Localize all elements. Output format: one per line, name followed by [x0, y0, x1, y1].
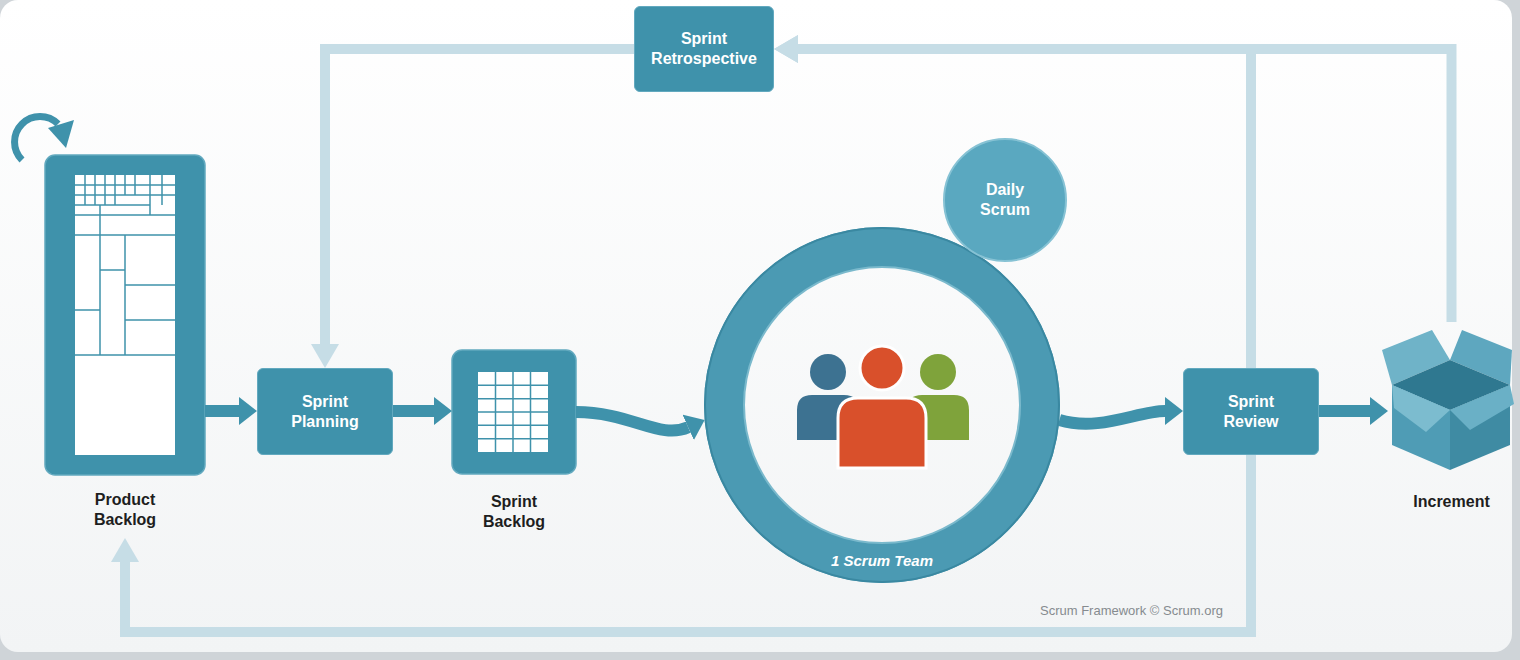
text-stack: Sprint Backlog	[464, 492, 564, 532]
feedback-arrow	[325, 49, 634, 344]
product-backlog-icon	[45, 155, 205, 475]
sprint-backlog-sheet	[478, 372, 548, 452]
person-head	[860, 346, 904, 390]
artifact-node: Product Backlog	[45, 150, 205, 538]
artifact-node: Increment	[1388, 322, 1515, 527]
node-label: Increment	[1388, 492, 1515, 512]
ring-edge	[705, 228, 1059, 582]
person-head	[920, 354, 956, 390]
flow-arrow	[393, 405, 434, 417]
flow-arrow	[1059, 411, 1165, 424]
backlog-frame	[45, 155, 205, 475]
refresh-arc	[15, 117, 58, 160]
person-head	[810, 354, 846, 390]
artifact-node: Sprint Backlog	[452, 350, 576, 530]
node-text: Sprint Retrospective	[641, 29, 767, 69]
sprint-backlog-frame	[452, 350, 576, 474]
circle-fill	[944, 139, 1066, 261]
node-text: Sprint Planning	[275, 392, 375, 432]
text-stack: Daily Scrum	[965, 180, 1045, 220]
node-text: Daily Scrum	[965, 180, 1045, 220]
sprint-backlog-icon	[452, 350, 576, 474]
refresh-arrow	[15, 117, 74, 160]
people-icon	[797, 346, 969, 468]
grid-line	[75, 205, 175, 355]
ring-edge	[744, 267, 1020, 543]
process-box: Sprint Retrospective	[634, 6, 774, 92]
box-flap	[1392, 385, 1450, 432]
node-text: 1 Scrum Team	[831, 552, 933, 570]
ring-band	[724, 247, 1040, 563]
backlog-grid	[75, 175, 175, 355]
ring-outline	[704, 227, 1060, 583]
text-stack: Product Backlog	[75, 490, 175, 530]
box-face	[1392, 385, 1450, 470]
flow-arrow	[576, 412, 688, 431]
grid-line	[75, 185, 175, 235]
process-box: Sprint Review	[1183, 368, 1319, 455]
increment-box-icon	[1382, 330, 1514, 470]
node-label: Sprint Backlog	[464, 492, 564, 532]
box-flap	[1450, 385, 1514, 430]
event-circle: Daily Scrum	[943, 138, 1067, 262]
sprint-backlog-grid	[478, 372, 548, 452]
flow-arrow	[205, 405, 239, 417]
text-stack: Increment	[1388, 492, 1515, 512]
copyright-note: Scrum Framework © Scrum.org	[1040, 603, 1223, 619]
node-label: Product Backlog	[75, 490, 175, 530]
text-stack: Sprint Review	[1201, 392, 1301, 432]
flow-arrow	[1319, 405, 1370, 417]
text-stack: Sprint Planning	[275, 392, 375, 432]
node-text: Sprint Review	[1201, 392, 1301, 432]
feedback-arrow	[125, 455, 1251, 632]
text-stack: Sprint Retrospective	[641, 29, 767, 69]
person-body	[838, 398, 926, 468]
feedback-arrow	[798, 49, 1452, 322]
team-ring: 1 Scrum Team	[704, 227, 1060, 583]
process-box: Sprint Planning	[257, 368, 393, 455]
text-stack: 1 Scrum Team	[782, 543, 982, 579]
circle-outline	[943, 138, 1067, 262]
backlog-sheet	[75, 175, 175, 455]
refresh-head	[48, 120, 74, 148]
